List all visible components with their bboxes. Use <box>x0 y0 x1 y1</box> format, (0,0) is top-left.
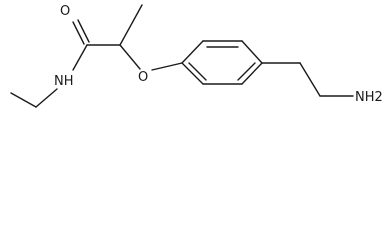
ring-bond-6 <box>181 62 204 85</box>
bond-ethyl-ch2-n <box>35 88 58 108</box>
bond-carbonyl-double-b <box>77 19 90 43</box>
bond-ethyl-ch3-ch2 <box>10 92 37 108</box>
ring-double-bond-right <box>237 62 256 81</box>
bond-ether-oxygen-to-ring <box>151 62 183 71</box>
atom-label-amine-nitrogen: NH2 <box>355 90 383 105</box>
benzene-ring <box>181 40 263 85</box>
aminoethyl-chain <box>261 62 354 97</box>
structural-formula: O O NH NH2 <box>10 4 383 108</box>
ring-bond-1 <box>181 40 204 64</box>
ring-double-bond-left <box>188 62 207 81</box>
atom-label-amide-nitrogen: NH <box>54 74 74 89</box>
atom-label-carbonyl-oxygen: O <box>60 4 70 19</box>
ethyl-group <box>10 88 58 108</box>
bond-n-carbonyl-carbon <box>72 44 88 71</box>
bond-ch2-to-ch2 <box>299 62 321 97</box>
bond-alpha-to-ether-oxygen <box>119 44 141 70</box>
bond-carbonyl-double-a <box>72 21 85 45</box>
ring-bond-3 <box>241 40 263 64</box>
amide-group <box>72 19 121 71</box>
atom-label-ether-oxygen: O <box>138 70 148 85</box>
bond-alpha-to-methyl <box>119 4 143 46</box>
alpha-carbon-group <box>119 4 183 71</box>
ring-bond-4 <box>241 62 263 85</box>
